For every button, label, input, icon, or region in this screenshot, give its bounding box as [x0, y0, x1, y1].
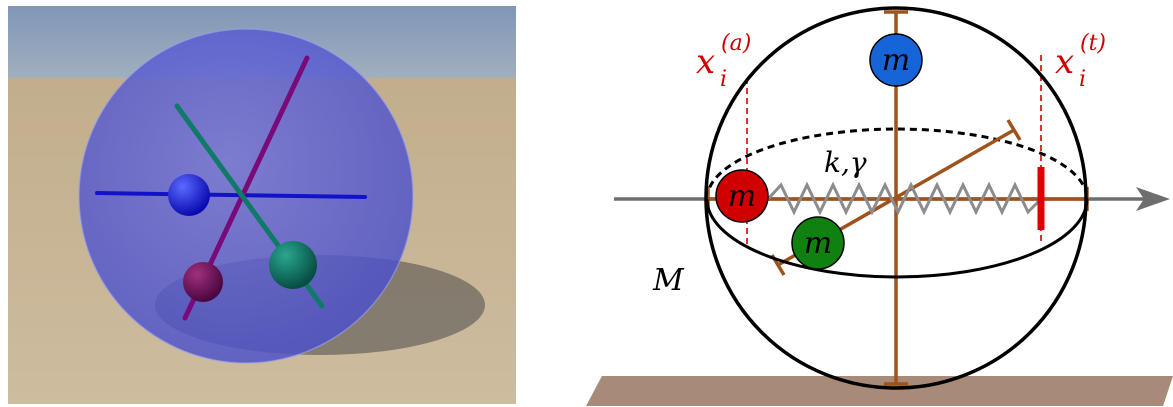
spring-constant-label: k,γ [824, 146, 867, 179]
outer-sphere [704, 6, 1088, 390]
schematic-panel: m m m k,γ M x i (a) x i (t) [586, 6, 1173, 406]
mass-left [715, 169, 769, 223]
mass-diagonal-label: m [804, 226, 832, 261]
target-position-base: x [1055, 42, 1074, 82]
target-position-sup: (t) [1080, 31, 1106, 56]
actual-position-label: x i (a) [696, 31, 751, 92]
target-position-sub: i [1079, 67, 1086, 92]
mass-top [869, 33, 923, 87]
floor [586, 376, 1173, 406]
purple-ball [183, 262, 223, 302]
actual-position-base: x [696, 42, 715, 82]
mass-top-label: m [882, 43, 910, 78]
diagonal-rod-cap-b [1006, 119, 1022, 141]
x-axis-arrowhead [1136, 187, 1170, 211]
equator-back [705, 127, 1089, 200]
sphere-rim [78, 28, 414, 364]
outer-mass-label: M [652, 263, 685, 298]
actual-position-sub: i [720, 67, 727, 92]
render-panel [8, 6, 516, 404]
spring [766, 181, 1043, 216]
actual-position-sup: (a) [721, 31, 751, 56]
target-position-label: x i (t) [1055, 31, 1106, 92]
mass-diagonal [791, 216, 845, 270]
teal-ball [269, 241, 317, 289]
equator-front [705, 198, 1089, 279]
blue-rod [95, 191, 367, 199]
blue-ball [168, 174, 210, 216]
mass-left-label: m [728, 179, 756, 214]
